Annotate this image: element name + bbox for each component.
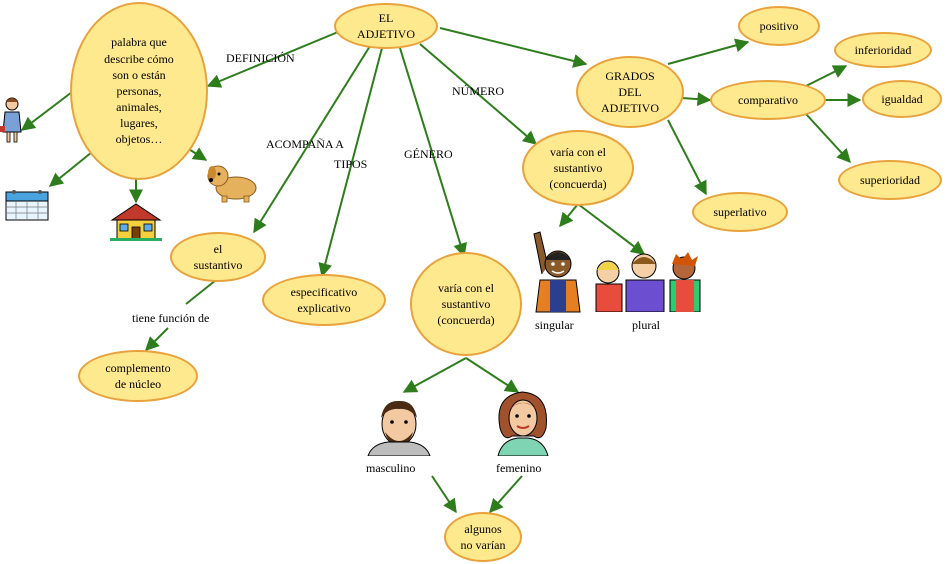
waving-boy-icon: [533, 231, 581, 313]
link-comparativo-inferioridad: [805, 65, 848, 87]
node-numero-concuerda[interactable]: varía con el sustantivo (concuerda): [522, 130, 634, 206]
link-grados-comparativo: [681, 92, 712, 107]
man-face-icon: [367, 400, 431, 456]
node-definicion-text[interactable]: palabra que describe cómo son o están pe…: [70, 2, 208, 180]
link-femenino-algunos: [489, 475, 523, 514]
connector-lines: [20, 27, 862, 514]
node-el-adjetivo[interactable]: EL ADJETIVO: [334, 3, 438, 49]
children-group-icon: [595, 252, 701, 312]
node-superlativo[interactable]: superlativo: [692, 192, 788, 232]
link-definicion-girl: [20, 91, 73, 131]
woman-face-icon: [497, 391, 549, 456]
link-comparativo-superioridad: [805, 113, 851, 164]
link-masculino-algunos: [431, 475, 457, 514]
label-tiene-funcion-de: tiene función de: [132, 311, 210, 325]
label-plural: plural: [632, 318, 660, 332]
girl-icon: [0, 97, 22, 143]
link-sustantivo-label: [185, 279, 217, 305]
label-masculino: masculino: [366, 461, 416, 475]
node-genero-concuerda[interactable]: varía con el sustantivo (concuerda): [410, 252, 522, 356]
label-acompana-a: ACOMPAÑA A: [266, 137, 344, 151]
node-tipos[interactable]: especificativo explicativo: [262, 274, 386, 326]
node-comparativo[interactable]: comparativo: [710, 80, 826, 120]
label-genero: GÉNERO: [404, 147, 453, 161]
link-label-complemento: [145, 327, 169, 351]
calendar-icon: [5, 190, 49, 221]
node-el-sustantivo[interactable]: el sustantivo: [170, 232, 266, 282]
link-grados-positivo: [667, 38, 750, 65]
link-genero-femenino: [465, 357, 520, 393]
link-adjetivo-sustantivo: [253, 45, 371, 234]
house-icon: [110, 203, 162, 241]
label-tipos: TIPOS: [334, 157, 368, 171]
dog-icon: [207, 165, 257, 203]
link-adjetivo-grados: [439, 27, 588, 68]
link-adjetivo-tipos: [318, 47, 383, 278]
link-genero-masculino: [402, 357, 467, 393]
node-complemento-de-nucleo[interactable]: complemento de núcleo: [78, 350, 198, 402]
link-numero-singular: [559, 203, 579, 228]
node-inferioridad[interactable]: inferioridad: [834, 32, 932, 68]
label-singular: singular: [535, 318, 574, 332]
node-grados-del-adjetivo[interactable]: GRADOS DEL ADJETIVO: [576, 56, 684, 128]
node-igualdad[interactable]: igualdad: [862, 80, 942, 118]
link-adjetivo-numero: [419, 43, 538, 145]
label-numero: NÚMERO: [452, 84, 505, 98]
node-positivo[interactable]: positivo: [738, 6, 820, 46]
label-femenino: femenino: [496, 461, 542, 475]
node-superioridad[interactable]: superioridad: [838, 160, 942, 200]
node-algunos-no-varian[interactable]: algunos no varían: [444, 512, 522, 562]
link-adjetivo-definicion: [206, 31, 339, 88]
label-definicion: DEFINICIÓN: [226, 51, 295, 65]
link-grados-superlativo: [667, 119, 707, 196]
link-definicion-calendar: [48, 151, 93, 187]
link-adjetivo-genero: [399, 47, 467, 258]
link-numero-plural: [577, 203, 646, 255]
